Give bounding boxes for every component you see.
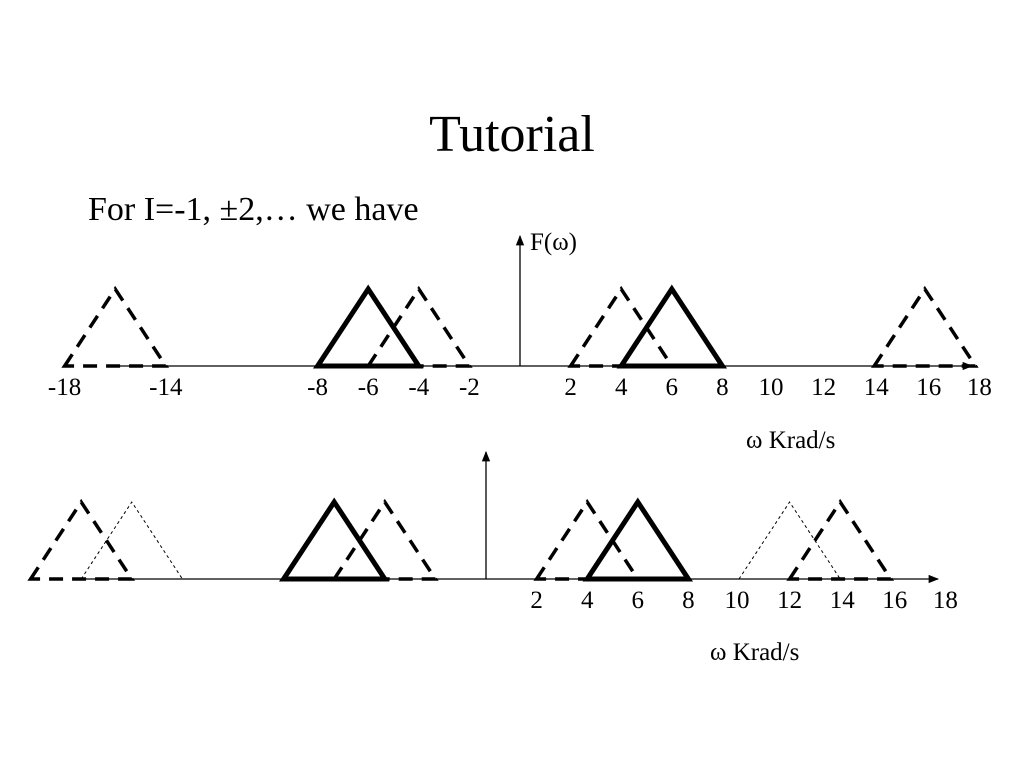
top-tick-label-8: 6 [666,374,679,401]
bottom-dashed-triangle-7 [786,498,895,581]
bottom-dashed-triangle-0 [27,498,136,581]
top-dashed-triangle-3 [567,285,676,368]
top-tick-label-11: 12 [811,374,836,401]
top-tick-label-12: 14 [864,374,890,401]
slide-title: Tutorial [429,106,595,163]
bottom-x-unit-label: ω Krad/s [710,639,799,666]
bottom-tick-label-7: 16 [882,587,907,614]
top-y-axis-label: F(ω) [530,229,577,256]
bottom-solid-triangle-2 [278,497,390,582]
bottom-tick-label-6: 14 [830,587,856,614]
bottom-tick-label-4: 10 [725,587,750,614]
bottom-solid-triangle-5 [582,497,694,582]
top-tick-label-4: -4 [408,374,429,401]
bottom-dashed-triangle-3 [330,498,439,581]
top-tick-label-1: -14 [149,374,183,401]
bottom-tick-label-8: 18 [933,587,958,614]
bottom-tick-label-2: 6 [632,587,645,614]
top-tick-label-6: 2 [564,374,577,401]
bottom-tick-label-3: 8 [682,587,695,614]
top-tick-label-0: -18 [48,374,81,401]
top-tick-label-13: 16 [916,374,941,401]
bottom-tick-label-5: 12 [777,587,802,614]
subtitle: For I=-1, ±2,… we have [88,191,419,228]
bottom-dotted-triangle-1 [80,501,184,580]
bottom-dashed-triangle-4 [533,498,642,581]
top-tick-label-10: 10 [759,374,784,401]
top-dashed-triangle-2 [364,285,473,368]
top-tick-label-3: -6 [358,374,379,401]
top-dashed-triangle-0 [61,285,170,368]
bottom-dotted-triangle-6 [738,501,842,580]
bottom-tick-label-0: 2 [530,587,543,614]
top-solid-triangle-1 [312,284,424,369]
top-x-unit-label: ω Krad/s [746,427,835,454]
top-spectrum-plot: F(ω) -18 -14 -8 -6 -4 -2 2 4 6 8 10 12 14 16 18 ω Krad… [48,229,992,454]
top-tick-label-9: 8 [716,374,729,401]
top-tick-label-2: -8 [307,374,328,401]
top-tick-label-7: 4 [615,374,628,401]
top-tick-label-5: -2 [459,374,480,401]
bottom-spectrum-plot: 2 4 6 8 10 12 14 16 18 ω Krad/s [27,450,958,666]
top-tick-label-14: 18 [967,374,992,401]
top-solid-triangle-4 [616,284,728,369]
bottom-tick-label-1: 4 [581,587,594,614]
top-dashed-triangle-5 [870,285,979,368]
